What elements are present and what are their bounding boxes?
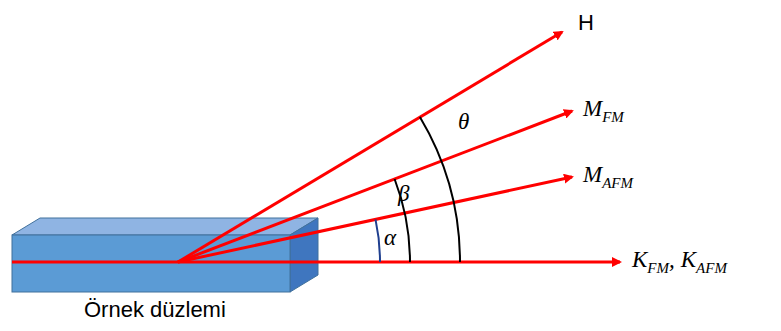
label-group: KFM,KAFM [632, 246, 727, 277]
separator-label: , [669, 247, 675, 272]
symbol-label: M [583, 162, 602, 187]
subscript-label: AFM [602, 175, 633, 191]
theta-arc [420, 117, 460, 262]
subscript-label: FM [647, 260, 669, 276]
easy-axis-arrow [12, 261, 620, 264]
afm-magnetization-arrow [178, 177, 572, 262]
label-group: MFM [583, 95, 624, 126]
field-arrow [178, 32, 562, 262]
symbol-label: K [681, 247, 696, 272]
sample-slab [12, 218, 318, 292]
subscript-label: AFM [696, 260, 727, 276]
fm-magnetization-arrow [178, 111, 572, 262]
angle-arcs [376, 117, 461, 262]
vector-arrows [12, 32, 620, 262]
label-group: H [578, 10, 594, 36]
label-group: MAFM [583, 161, 633, 192]
caption-label: Örnek düzlemi [84, 297, 226, 322]
angle-label: β [398, 181, 409, 206]
label-group: α [384, 224, 396, 252]
subscript-label: FM [602, 109, 624, 125]
label-group: θ [458, 108, 469, 136]
symbol-label: M [583, 96, 602, 121]
alpha-arc [376, 219, 381, 262]
field-label: H [578, 10, 594, 35]
label-group: Örnek düzlemi [84, 297, 226, 323]
beta-arc [395, 179, 410, 262]
label-group: β [398, 180, 409, 208]
angle-label: α [384, 225, 396, 250]
symbol-label: K [632, 247, 647, 272]
angle-label: θ [458, 109, 469, 134]
